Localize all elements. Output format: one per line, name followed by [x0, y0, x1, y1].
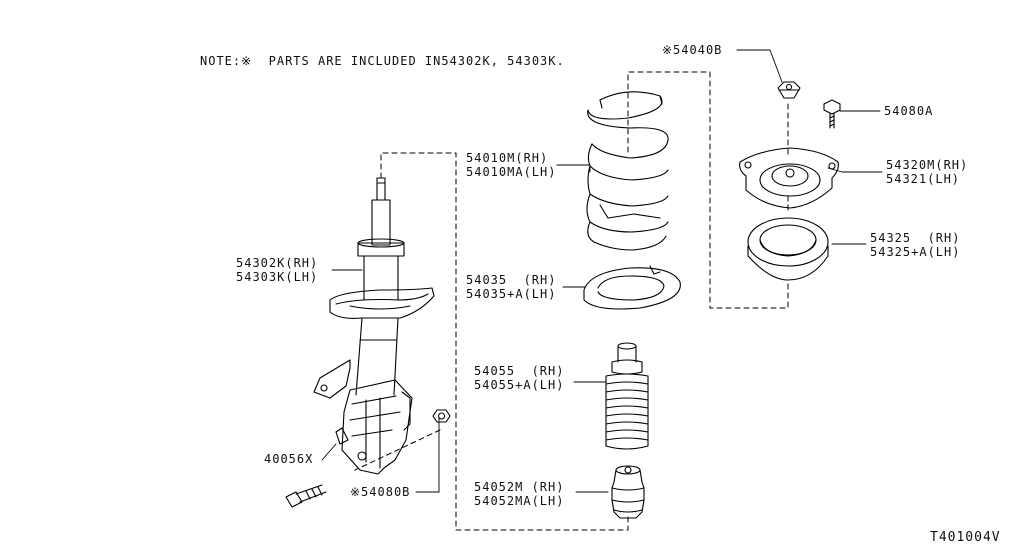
label-nut-54040b: ※54040B [662, 43, 723, 57]
leader-lines [321, 49, 883, 493]
spring-seat-54035-drawing [583, 265, 681, 310]
label-seat-lh: 54035+A(LH) [466, 287, 557, 301]
label-bolt-54080a: 54080A [884, 104, 934, 118]
label-seat-rh: 54035 (RH) [466, 273, 557, 287]
label-nut-54080b: ※54080B [350, 485, 411, 499]
bolt-40056x-drawing [285, 484, 327, 508]
strut-mount-54320m-drawing [739, 147, 839, 209]
dust-boot-54055-drawing [605, 342, 649, 450]
label-bump-stop-rh: 54052M (RH) [474, 480, 565, 494]
coil-spring-drawing [586, 91, 669, 251]
nut-54080b-drawing [432, 409, 451, 423]
label-strut-rh: 54302K(RH) [236, 256, 319, 270]
assembly-dashed-lines [354, 71, 789, 531]
diagram-id: T401004V [930, 530, 1001, 545]
label-boot-lh: 54055+A(LH) [474, 378, 565, 392]
bump-stop-54052m-drawing [611, 465, 645, 519]
label-boot-rh: 54055 (RH) [474, 364, 565, 378]
label-bearing-rh: 54325 (RH) [870, 231, 961, 245]
strut-assembly-drawing [313, 177, 435, 475]
label-bearing-lh: 54325+A(LH) [870, 245, 961, 259]
label-strut-lh: 54303K(LH) [236, 270, 319, 284]
note-text: NOTE:※ PARTS ARE INCLUDED IN54302K, 5430… [200, 54, 565, 68]
bolt-54080a-drawing [823, 99, 841, 129]
bearing-54325-drawing [747, 217, 829, 281]
label-mount-lh: 54321(LH) [886, 172, 961, 186]
label-spring-lh: 54010MA(LH) [466, 165, 557, 179]
label-bump-stop-lh: 54052MA(LH) [474, 494, 565, 508]
label-bolt-40056x: 40056X [264, 452, 314, 466]
label-spring-rh: 54010M(RH) [466, 151, 549, 165]
label-mount-rh: 54320M(RH) [886, 158, 969, 172]
nut-54040b-drawing [777, 81, 801, 99]
